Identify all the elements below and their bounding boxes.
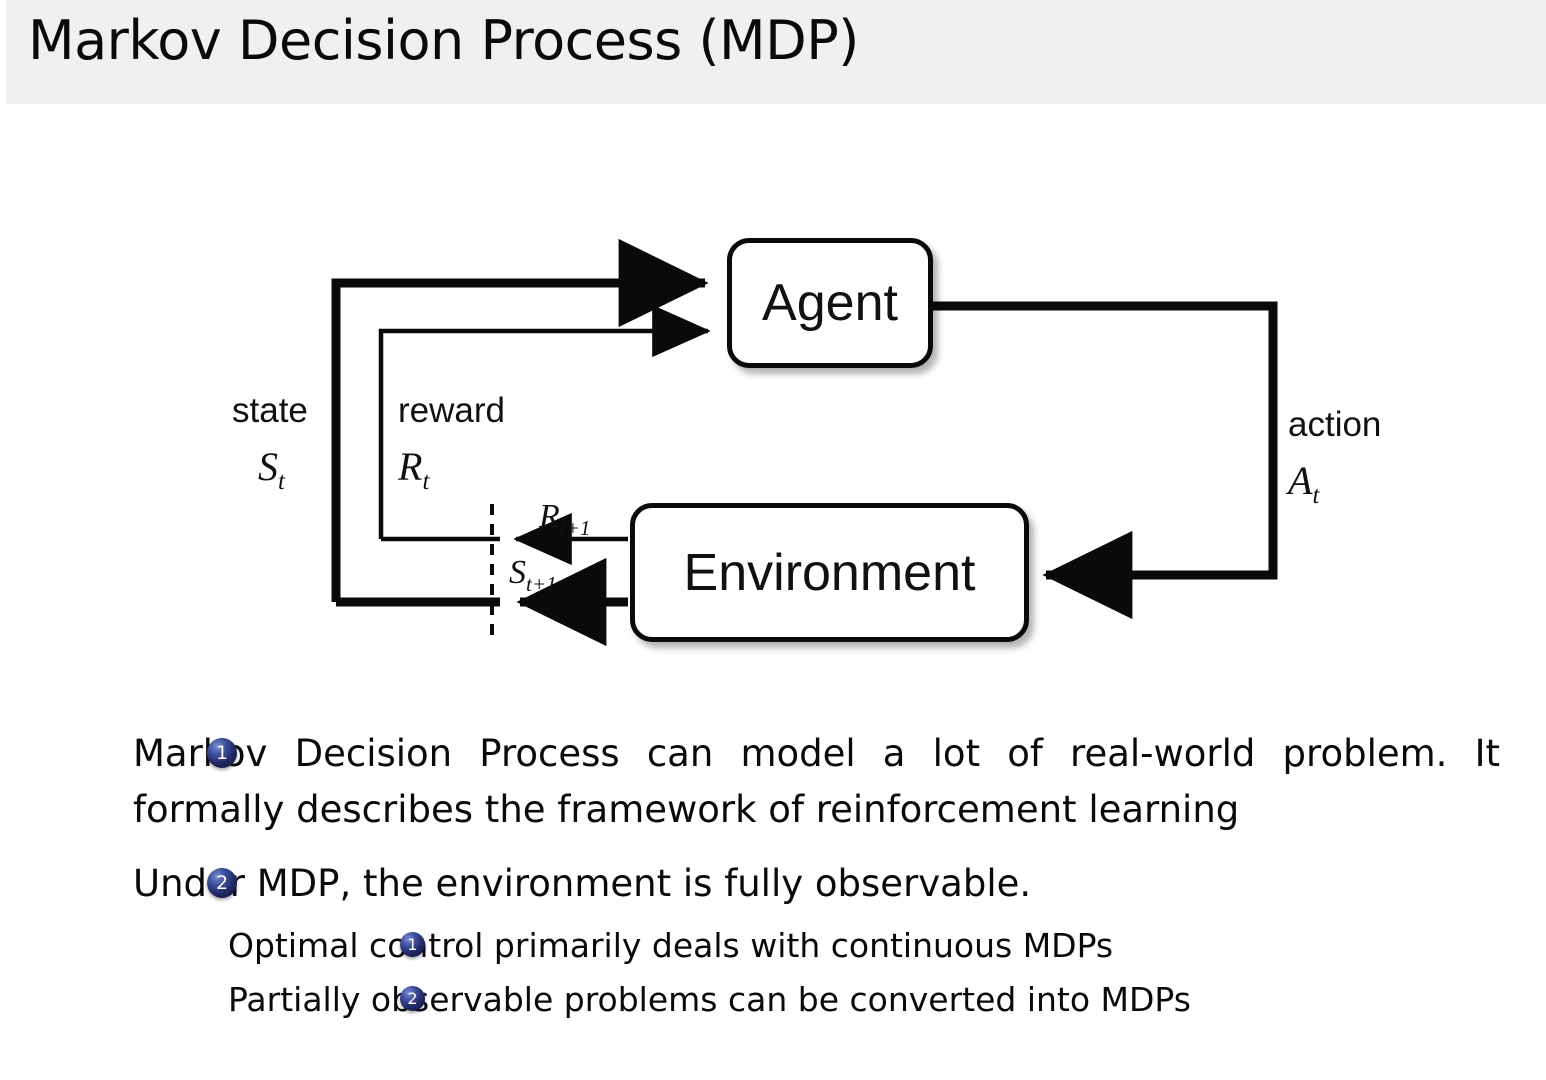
state-symbol-sub: t [278,468,285,495]
agent-node: Agent [727,238,933,368]
sub-bullet-badge-2: 2 [400,986,425,1011]
action-symbol-label: At [1288,461,1319,509]
environment-node-label: Environment [683,543,976,602]
list-item: 1 Optimal control primarily deals with c… [228,922,1508,971]
state-label: state [232,391,308,430]
agent-node-label: Agent [762,274,898,332]
mdp-diagram: Agent Environment state St reward Rt act… [0,104,1546,714]
reward-next-symbol-label: Rt+1 [539,500,590,539]
action-symbol-base: A [1288,458,1313,503]
action-symbol-sub: t [1312,482,1320,509]
reward-symbol-label: Rt [398,447,429,495]
list-item: 1 Markov Decision Process can model a lo… [133,726,1500,838]
state-symbol-base: S [258,444,278,489]
list-item-text: Optimal control primarily deals with con… [228,926,1114,965]
list-item: 2 Partially observable problems can be c… [228,976,1508,1025]
list-item-text: Under MDP, the environment is fully obse… [133,862,1032,905]
list-item-text: Markov Decision Process can model a lot … [133,732,1500,832]
reward-symbol-sub: t [422,468,430,495]
action-path [933,301,1278,620]
state-next-symbol-label: St+1 [509,556,557,595]
state-next-sub: t+1 [526,571,557,596]
reward-next-base: R [539,498,560,535]
state-next-base: S [509,554,526,591]
environment-node: Environment [630,503,1029,642]
action-label: action [1288,405,1382,444]
bullet-badge-2: 2 [207,868,237,898]
state-feedback-path [331,238,709,602]
reward-feedback-path [378,304,711,539]
page-title: Markov Decision Process (MDP) [28,9,859,72]
list-item: 2 Under MDP, the environment is fully ob… [133,856,1500,912]
bullet-badge-1: 1 [207,738,237,768]
slide-header-band [6,0,1546,104]
reward-next-sub: t+1 [559,515,591,540]
state-symbol-label: St [258,447,285,495]
sub-bullet-badge-1: 1 [400,932,425,957]
reward-symbol-base: R [398,444,423,489]
list-item-text: Partially observable problems can be con… [228,980,1191,1019]
mdp-diagram-connectors [331,238,1278,647]
reward-label: reward [398,391,505,430]
